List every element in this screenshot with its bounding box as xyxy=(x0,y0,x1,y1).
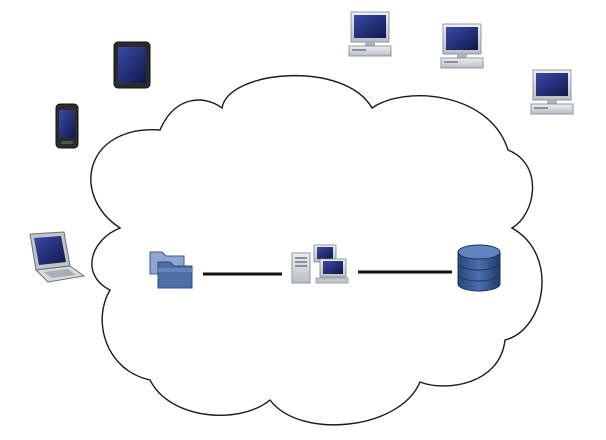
tablet-icon[interactable] xyxy=(113,41,151,89)
desktop-computer-icon[interactable] xyxy=(440,23,484,69)
laptop-icon[interactable] xyxy=(29,231,86,283)
server-workstation-icon[interactable] xyxy=(291,244,349,284)
database-icon[interactable] xyxy=(457,244,501,292)
smartphone-icon[interactable] xyxy=(55,103,79,149)
desktop-computer-icon[interactable] xyxy=(530,69,574,115)
folder-icon[interactable] xyxy=(149,251,193,289)
desktop-computer-icon[interactable] xyxy=(348,11,392,57)
